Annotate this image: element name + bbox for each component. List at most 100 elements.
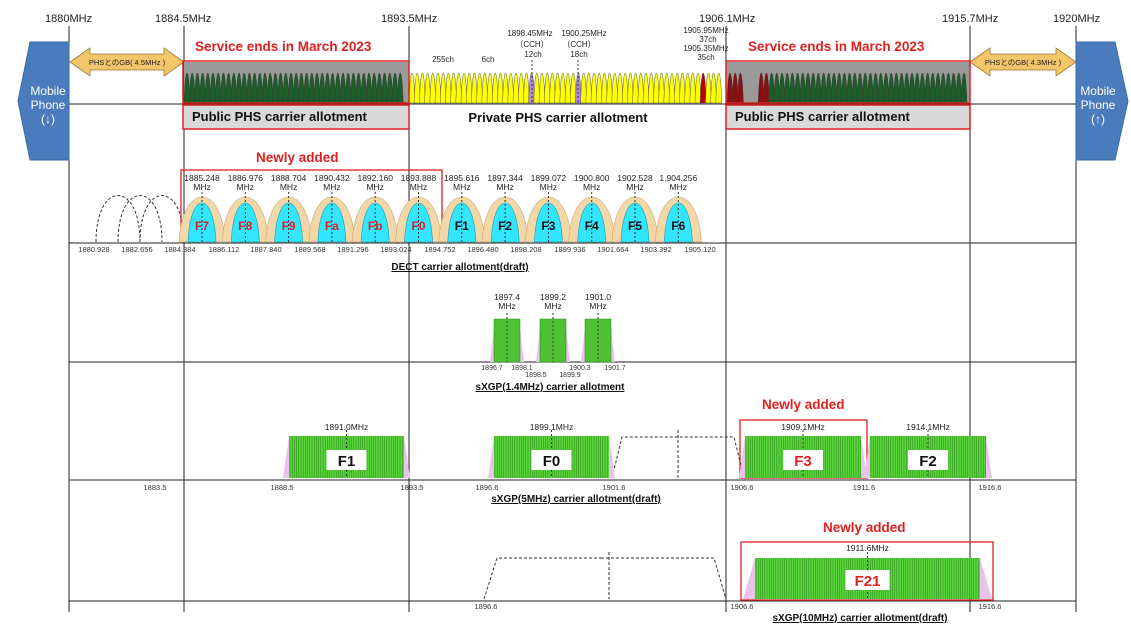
mobile-right-line1: Mobile	[1080, 84, 1116, 98]
dect-carrier-shape	[663, 202, 693, 243]
phs-channel	[606, 72, 613, 104]
phs-channel	[611, 72, 619, 104]
sxgp14-edge-label: 1900.3	[569, 365, 591, 372]
dect-edge-label: 1903.392	[640, 245, 671, 254]
phs-channel	[564, 72, 572, 104]
dect-carrier-freq: 1899.072	[531, 173, 567, 183]
phs-channel	[465, 72, 473, 104]
dect-caption: DECT carrier allotment(draft)	[391, 262, 528, 273]
sxgp14-unit: MHz	[589, 301, 606, 311]
dect-edge-label: 1884.384	[164, 245, 195, 254]
dect-carrier-name: Fa	[325, 219, 339, 233]
phs-channel	[502, 72, 509, 104]
sxgp5-carriers: 1891.0MHzF11899.1MHzF01909.1MHzF31914.1M…	[283, 422, 992, 478]
freq-label-1915-7: 1915.7MHz	[942, 13, 998, 25]
phs-channel	[684, 72, 691, 104]
dect-carrier-name: F3	[541, 219, 555, 233]
dect-carrier-unit: MHz	[410, 182, 427, 192]
sxgp5-name: F1	[338, 453, 356, 470]
service-end-box-left	[182, 60, 410, 104]
phs-channel	[627, 72, 634, 104]
public-right-label: Public PHS carrier allotment	[735, 109, 911, 124]
service-end-left: Service ends in March 2023	[195, 39, 372, 54]
phs-channel	[408, 72, 416, 104]
mobile-left-line2: Phone	[31, 98, 66, 112]
phs-channel	[450, 72, 457, 104]
dect-carrier-unit: MHz	[540, 182, 557, 192]
phs-channel	[434, 72, 442, 104]
phs-channel	[637, 72, 645, 104]
phs-channel	[491, 72, 499, 104]
dect-carrier-name: F2	[498, 219, 512, 233]
sxgp5-edge-label: 1888.5	[271, 483, 294, 492]
freq-label-1920: 1920MHz	[1053, 13, 1100, 25]
phs-cch-12-freq: 1898.45MHz	[507, 29, 552, 38]
sxgp14-caption: sXGP(1.4MHz) carrier allotment	[476, 382, 626, 393]
phs-channel	[663, 72, 671, 104]
phs-channel	[585, 72, 593, 104]
dect-edge-label: 1899.936	[554, 245, 585, 254]
service-end-box-right	[725, 60, 971, 104]
mobile-left-line1: Mobile	[30, 84, 66, 98]
phs-channel	[538, 72, 546, 104]
public-phs-left: Public PHS carrier allotment	[182, 104, 410, 130]
dect-carrier-freq: 1902.528	[617, 173, 653, 183]
sxgp10-newly-added: Newly added	[823, 520, 906, 535]
private-phs-label: Private PHS carrier allotment	[468, 110, 648, 125]
phs-channel	[424, 72, 431, 104]
phs-channel	[429, 72, 437, 104]
dect-carrier-freq: 1897.344	[487, 173, 523, 183]
dect-carrier-shape	[534, 202, 563, 243]
dect-carrier-unit: MHz	[323, 182, 340, 192]
phs-channel	[737, 72, 744, 104]
dect-carrier-shape	[360, 202, 390, 243]
sxgp5-name-bg	[326, 450, 367, 470]
phs-cch-18-sub: （CCH）	[562, 40, 595, 49]
dect-carriers: 1885.248MHzF71886.976MHzF81888.704MHzF91…	[178, 173, 702, 243]
sxgp5-freq: 1891.0MHz	[325, 422, 368, 432]
sxgp10-dashed-placeholder-2	[601, 557, 727, 600]
sxgp14-freq: 1899.2	[540, 292, 566, 302]
phs-channel	[705, 72, 712, 104]
phs-channel	[580, 72, 587, 104]
sxgp5-freq: 1914.1MHz	[906, 422, 949, 432]
phs-channel	[507, 72, 515, 104]
dect-edge-label: 1893.024	[380, 245, 411, 254]
phs-ch-35-ch: 35ch	[697, 53, 714, 62]
sxgp5-name-bg	[908, 450, 948, 470]
mobile-phone-right: Mobile Phone (↑)	[1075, 41, 1129, 161]
dect-edge-label: 1882.656	[121, 245, 152, 254]
sxgp10-caption: sXGP(10MHz) carrier allotment(draft)	[772, 613, 947, 624]
dect-edge-label: 1894.752	[424, 245, 455, 254]
phs-channel	[413, 72, 421, 104]
dect-carrier-name: F7	[195, 219, 209, 233]
dect-carrier-shape	[230, 202, 260, 243]
phs-channel	[653, 72, 660, 104]
dect-carrier-shape	[447, 202, 477, 243]
phs-ch-6: 6ch	[482, 55, 495, 64]
phs-channel	[601, 72, 608, 104]
phs-channel	[616, 72, 624, 104]
dect-carrier-unit: MHz	[453, 182, 470, 192]
sxgp10-name: F21	[855, 573, 881, 590]
dect-carrier-freq: 1900.800	[574, 173, 610, 183]
sxgp14-unit: MHz	[544, 301, 561, 311]
dect-dashed-placeholders	[95, 195, 185, 243]
sxgp5-edge-label: 1916.6	[979, 483, 1002, 492]
dect-carrier-shape	[404, 202, 433, 243]
dect-carrier-unit: MHz	[237, 182, 254, 192]
sxgp5-freq: 1909.1MHz	[781, 422, 824, 432]
phs-channel	[642, 72, 650, 104]
guard-band-right: PHSとのGB( 4.3MHz )	[969, 47, 1077, 77]
phs-channel	[517, 72, 525, 104]
sxgp5-name: F0	[543, 453, 561, 470]
phs-channel	[419, 72, 426, 104]
phs-channel	[699, 72, 707, 104]
dect-carrier-unit: MHz	[193, 182, 210, 192]
phs-cch-18-freq: 1900.25MHz	[561, 29, 606, 38]
phs-cch-12-ch: 12ch	[524, 50, 541, 59]
sxgp14-freq: 1901.0	[585, 292, 611, 302]
